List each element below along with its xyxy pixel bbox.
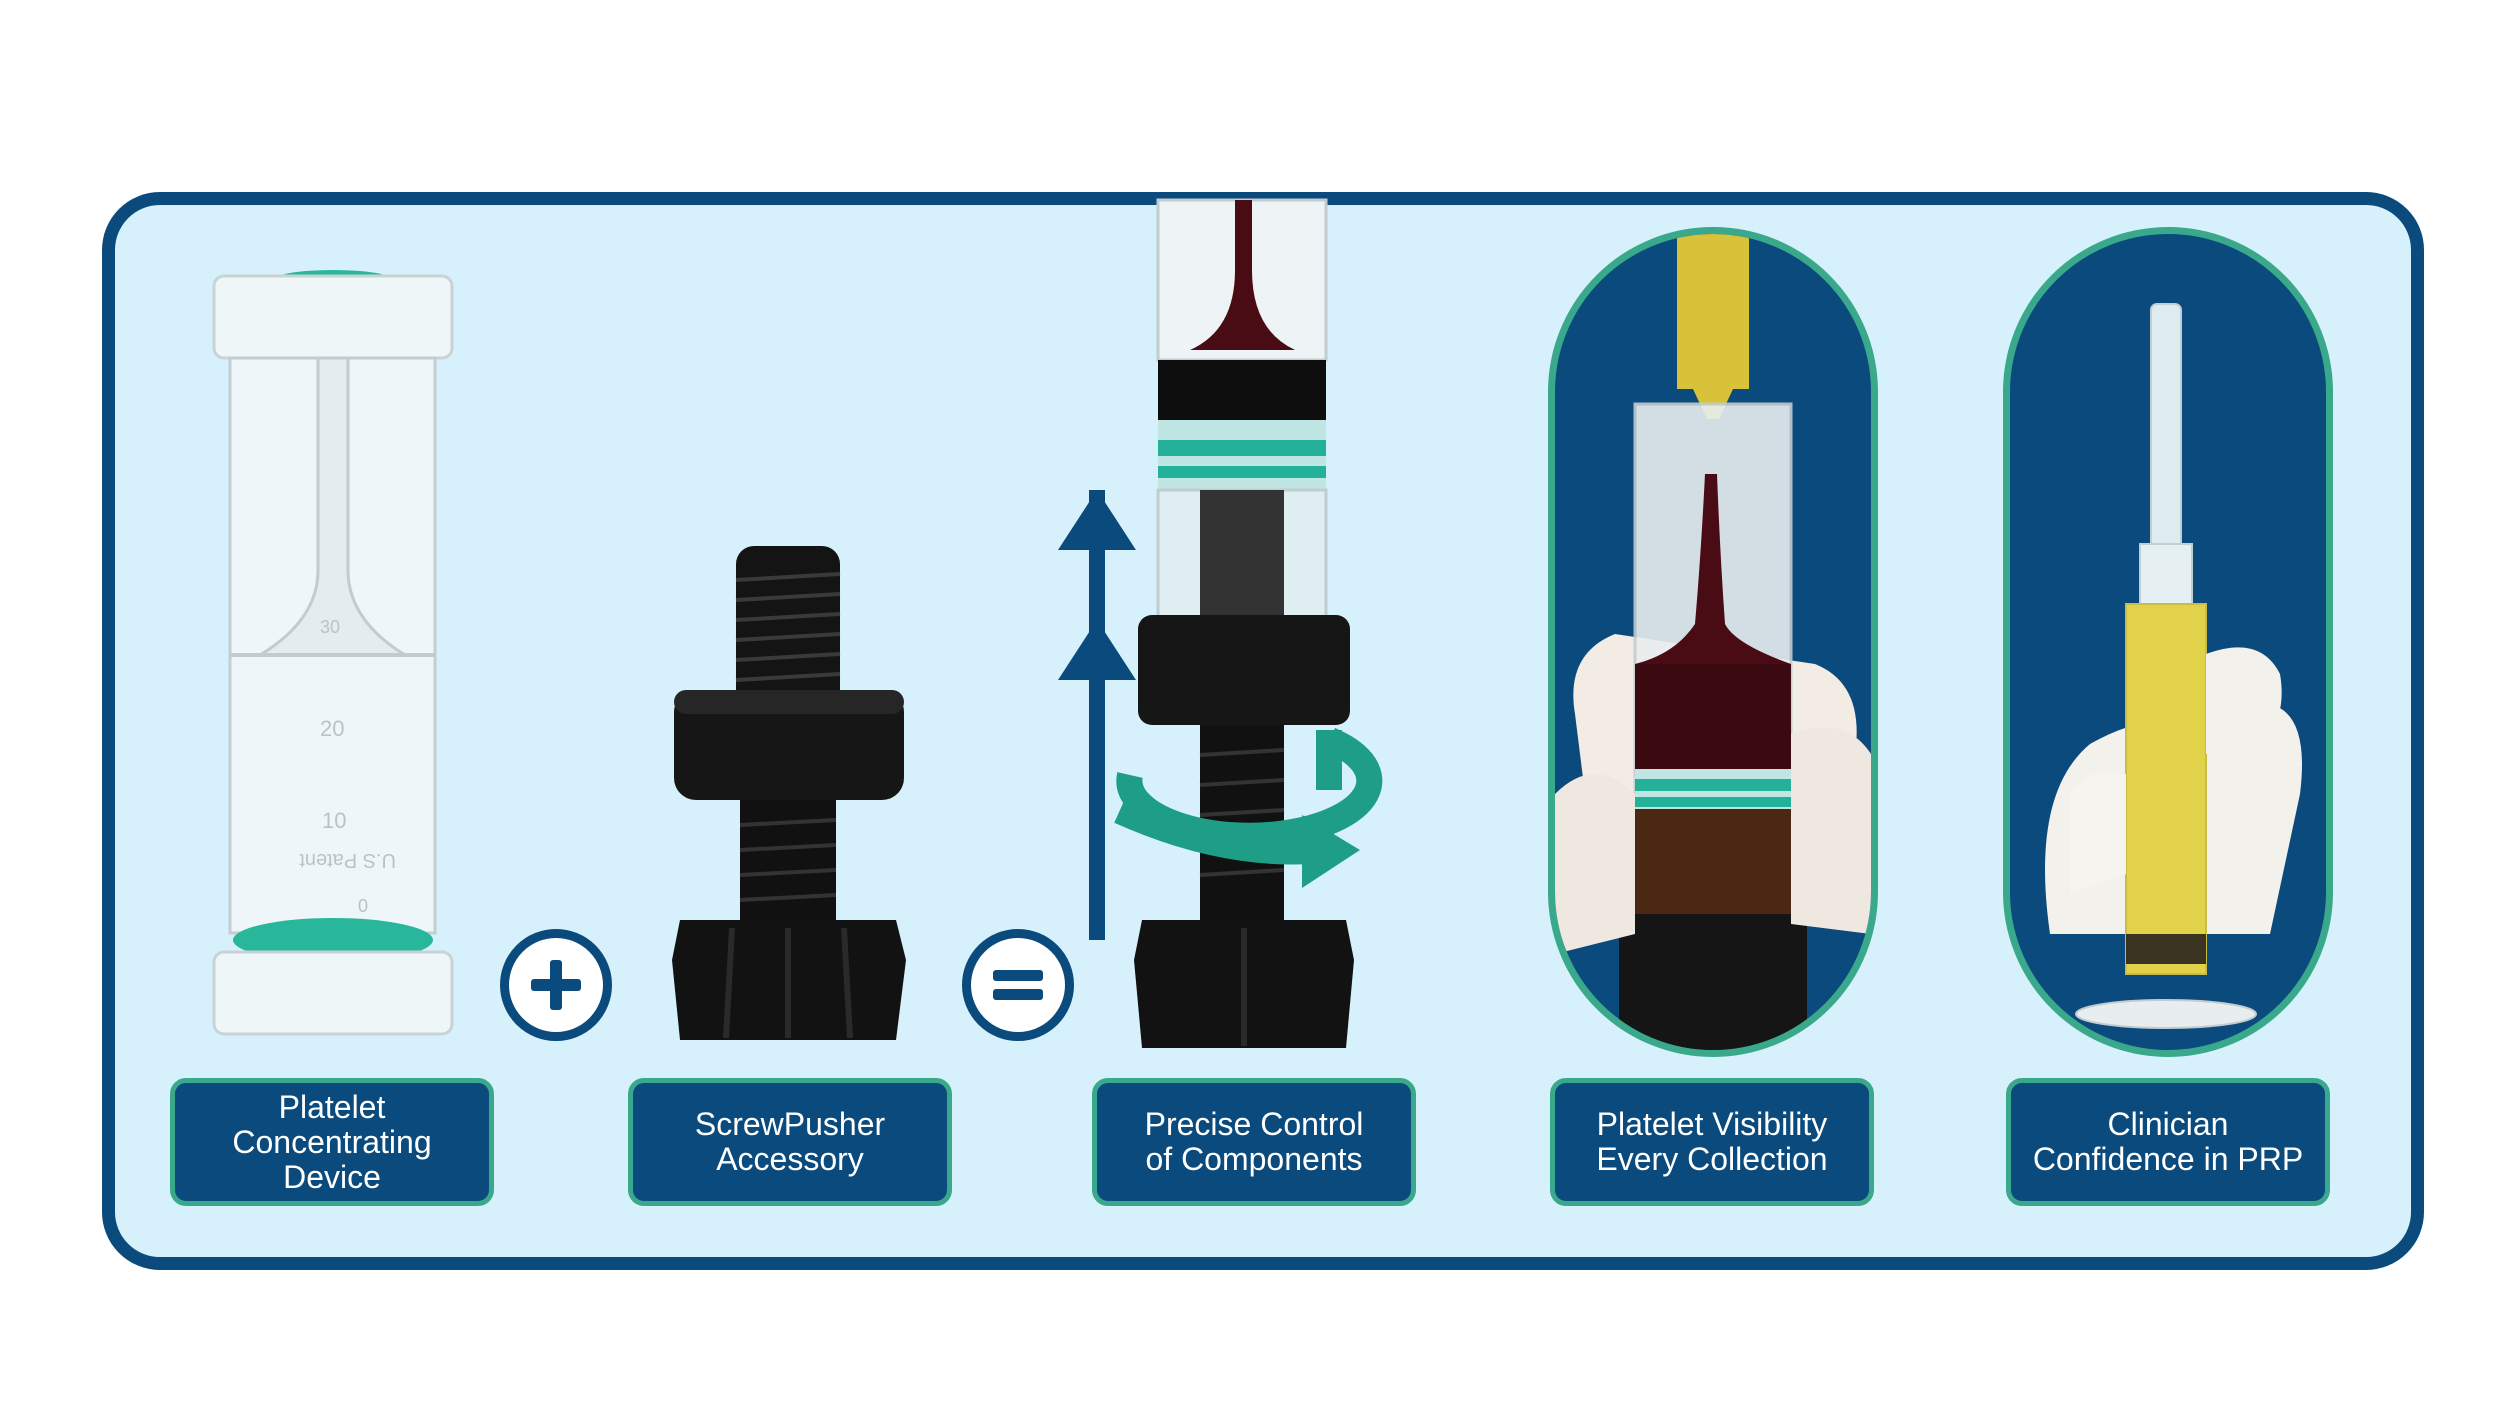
label-line: of Components	[1145, 1141, 1363, 1177]
label-line: Clinician	[2107, 1106, 2229, 1142]
plus-operator	[500, 929, 612, 1041]
label-precise-control: Precise Control of Components	[1092, 1078, 1416, 1206]
label-platelet-visibility: Platelet Visibility Every Collection	[1550, 1078, 1874, 1206]
tube-scale-10: 10	[322, 808, 346, 833]
equals-operator	[962, 929, 1074, 1041]
label-line: ScrewPusher	[694, 1106, 886, 1142]
label-clinician-confidence: Clinician Confidence in PRP	[2006, 1078, 2330, 1206]
label-line: Platelet	[278, 1088, 386, 1125]
tube-scale-30: 30	[320, 617, 340, 637]
concentrating-device-image: 30 20 10 0 U.S Patent	[212, 270, 454, 1036]
label-screwpusher-accessory: ScrewPusher Accessory	[628, 1078, 952, 1206]
plus-icon	[531, 960, 581, 1010]
clinician-confidence-image	[2003, 227, 2333, 1057]
equals-icon	[993, 970, 1043, 1000]
platelet-visibility-image	[1548, 227, 1878, 1057]
label-line: Platelet Visibility	[1596, 1106, 1828, 1142]
tube-scale-20: 20	[320, 716, 344, 741]
label-line: Device	[283, 1158, 381, 1195]
up-arrows-icon	[1058, 490, 1136, 940]
screwpusher-image	[672, 546, 906, 1040]
assembled-device-image	[1058, 198, 1383, 1048]
label-line: Concentrating	[232, 1123, 432, 1160]
label-line: Accessory	[716, 1141, 864, 1177]
tube-patent-text: U.S Patent	[299, 849, 396, 871]
label-line: Every Collection	[1596, 1141, 1828, 1177]
label-platelet-concentrating-device: Platelet Concentrating Device	[170, 1078, 494, 1206]
label-line: Precise Control	[1144, 1106, 1364, 1142]
tube-scale-0: 0	[358, 896, 368, 916]
rotate-arrow-icon	[1114, 728, 1383, 888]
label-line: Confidence in PRP	[2032, 1141, 2304, 1177]
